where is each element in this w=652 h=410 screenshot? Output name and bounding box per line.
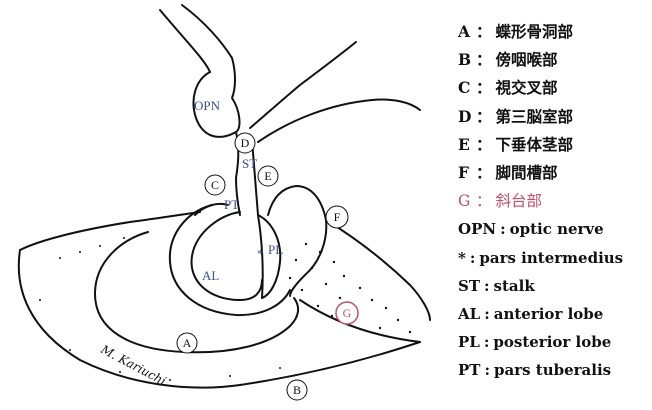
circle-label-b: B: [287, 380, 307, 400]
svg-text:E: E: [264, 169, 271, 183]
svg-text:D: D: [241, 136, 250, 150]
stipple: [123, 237, 125, 239]
sphenoid-outer: [20, 212, 200, 250]
svg-text:A: A: [183, 336, 192, 350]
stipple: [409, 331, 411, 333]
stipple: [305, 243, 307, 245]
stipple: [289, 277, 291, 279]
anterior-lobe-outline: [192, 212, 262, 300]
label-pl: PL: [268, 242, 283, 257]
stipple: [119, 371, 121, 373]
legend-row-star: *:pars intermedius: [458, 244, 648, 272]
legend: A：蝶形骨洞部 B：傍咽喉部 C：視交叉部 D：第三脳室部 E：下垂体茎部 F：…: [458, 18, 648, 385]
label-st: ST: [242, 156, 257, 171]
svg-text:C: C: [211, 178, 219, 192]
stipple: [317, 305, 319, 307]
legend-row-g: G：斜台部: [458, 187, 648, 215]
stipple: [325, 283, 327, 285]
stipple: [39, 299, 41, 301]
stipple: [371, 299, 373, 301]
svg-text:B: B: [293, 383, 301, 397]
stipple: [339, 297, 341, 299]
stipple: [385, 307, 387, 309]
circle-label-c: C: [205, 175, 225, 195]
stipple: [359, 287, 361, 289]
stipple: [229, 375, 231, 377]
stipple: [331, 315, 333, 317]
outline-upper-right: [182, 5, 232, 58]
stipple: [69, 349, 71, 351]
stipple: [311, 267, 313, 269]
legend-row-opn: OPN:optic nerve: [458, 215, 648, 243]
outline-upper-left: [160, 10, 210, 72]
legend-row-c: C：視交叉部: [458, 74, 648, 102]
stipple: [295, 259, 297, 261]
circle-label-g: G: [336, 302, 358, 324]
svg-text:G: G: [343, 306, 352, 320]
legend-row-pl: PL:posterior lobe: [458, 328, 648, 356]
circle-label-a: A: [177, 333, 197, 353]
stipple: [343, 275, 345, 277]
legend-row-b: B：傍咽喉部: [458, 46, 648, 74]
stipple: [79, 251, 81, 253]
circle-label-e: E: [258, 166, 278, 186]
svg-text:F: F: [334, 210, 341, 224]
legend-row-pt: PT:pars tuberalis: [458, 356, 648, 384]
label-star: *: [257, 246, 264, 261]
stipple: [59, 257, 61, 259]
sphenoid-outer-lower: [19, 250, 420, 388]
stipple: [279, 367, 281, 369]
third-ventricle-wall: [250, 42, 356, 128]
label-pt: PT: [224, 197, 239, 212]
legend-row-al: AL:anterior lobe: [458, 300, 648, 328]
stalk-right: [252, 140, 258, 215]
legend-row-st: ST:stalk: [458, 272, 648, 300]
legend-row-e: E：下垂体茎部: [458, 131, 648, 159]
circle-label-f: F: [326, 206, 348, 228]
stipple: [99, 245, 101, 247]
legend-row-a: A：蝶形骨洞部: [458, 18, 648, 46]
circle-label-d: D: [235, 133, 255, 153]
stipple: [301, 289, 303, 291]
stipple: [379, 327, 381, 329]
label-al: AL: [202, 268, 219, 283]
stipple: [319, 251, 321, 253]
label-opn: OPN: [194, 98, 221, 113]
legend-row-d: D：第三脳室部: [458, 103, 648, 131]
third-ventricle-wall-2: [258, 99, 420, 142]
legend-row-f: F：脚間槽部: [458, 159, 648, 187]
stipple: [397, 319, 399, 321]
stipple: [333, 261, 335, 263]
stipple: [169, 379, 171, 381]
